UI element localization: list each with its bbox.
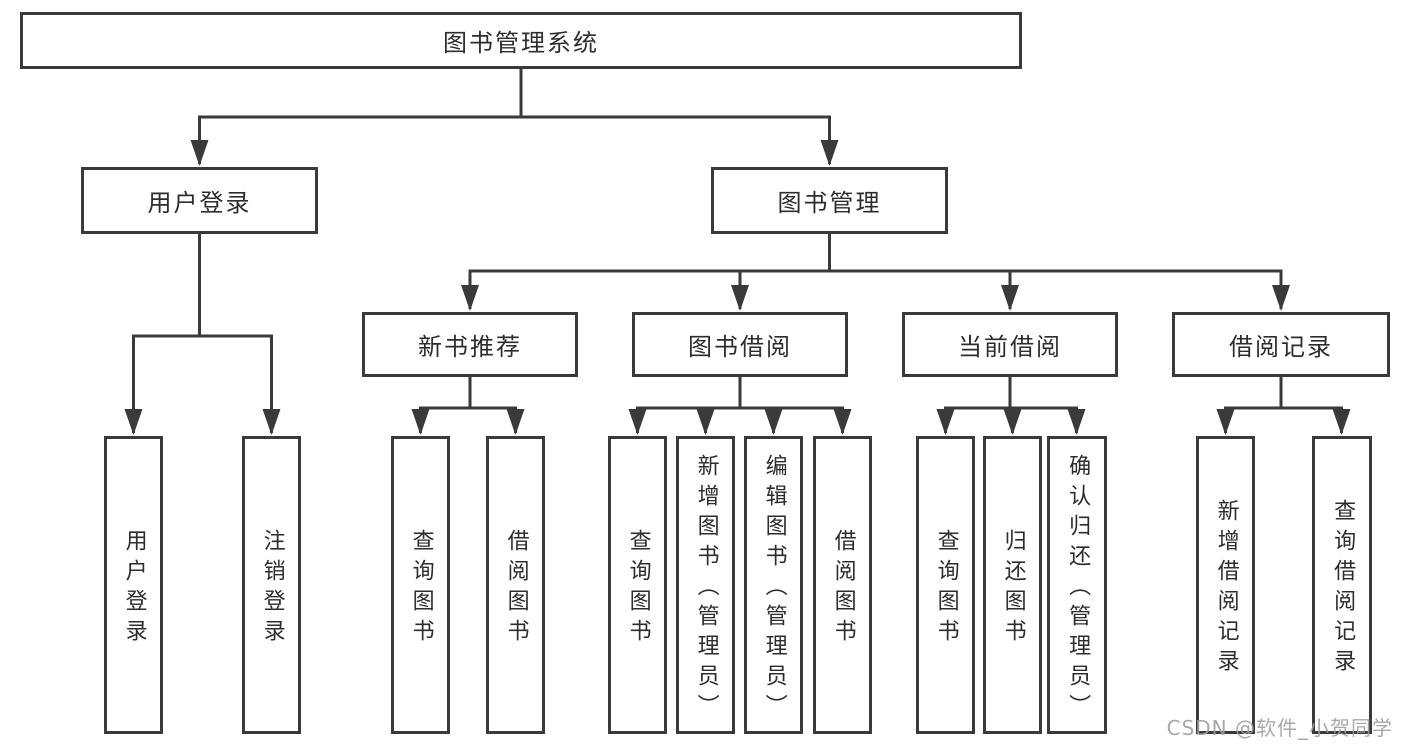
node-borrow-records: 借阅记录 <box>1172 312 1390 377</box>
leaf-logout: 注销登录 <box>242 436 301 734</box>
leaf-query-books-current-label: 查询图书 <box>933 529 959 649</box>
node-book-management: 图书管理 <box>711 167 948 234</box>
node-new-book-recommend: 新书推荐 <box>362 312 578 377</box>
leaf-query-books-borrow-label: 查询图书 <box>625 529 651 649</box>
node-root-label: 图书管理系统 <box>443 29 599 57</box>
leaf-logout-label: 注销登录 <box>259 529 285 649</box>
node-user-login: 用户登录 <box>81 167 318 234</box>
leaf-query-borrow-record-label: 查询借阅记录 <box>1330 499 1356 679</box>
node-borrow-records-label: 借阅记录 <box>1229 333 1333 361</box>
leaf-query-borrow-record: 查询借阅记录 <box>1312 436 1372 734</box>
leaf-return-book-label: 归还图书 <box>1000 529 1026 649</box>
leaf-add-borrow-record-label: 新增借阅记录 <box>1213 499 1239 679</box>
leaf-query-books-borrow: 查询图书 <box>608 436 667 734</box>
node-root: 图书管理系统 <box>20 12 1022 69</box>
leaf-borrow-books: 借阅图书 <box>813 436 872 734</box>
leaf-user-login-label: 用户登录 <box>121 529 147 649</box>
leaf-confirm-return-admin: 确认归还（管理员） <box>1047 436 1107 734</box>
watermark: CSDN @软件_小贺同学 <box>1166 716 1393 740</box>
leaf-edit-book-admin: 编辑图书（管理员） <box>744 436 803 734</box>
leaf-return-book: 归还图书 <box>983 436 1042 734</box>
leaf-query-books-recommend: 查询图书 <box>391 436 450 734</box>
leaf-query-books-current: 查询图书 <box>916 436 975 734</box>
node-new-book-recommend-label: 新书推荐 <box>418 333 522 361</box>
leaf-add-borrow-record: 新增借阅记录 <box>1196 436 1255 734</box>
node-book-management-label: 图书管理 <box>777 189 882 217</box>
node-book-borrow-label: 图书借阅 <box>688 333 792 361</box>
leaf-confirm-return-admin-label: 确认归还（管理员） <box>1065 454 1091 724</box>
leaf-add-book-admin-label: 新增图书（管理员） <box>693 454 719 724</box>
leaf-user-login: 用户登录 <box>104 436 163 734</box>
node-book-borrow: 图书借阅 <box>632 312 848 377</box>
leaf-borrow-books-recommend-label: 借阅图书 <box>503 529 529 649</box>
leaf-add-book-admin: 新增图书（管理员） <box>676 436 735 734</box>
leaf-borrow-books-label: 借阅图书 <box>830 529 856 649</box>
node-current-borrow: 当前借阅 <box>902 312 1118 377</box>
node-user-login-label: 用户登录 <box>147 189 252 217</box>
node-current-borrow-label: 当前借阅 <box>958 333 1062 361</box>
leaf-query-books-recommend-label: 查询图书 <box>408 529 434 649</box>
leaf-edit-book-admin-label: 编辑图书（管理员） <box>761 454 787 724</box>
leaf-borrow-books-recommend: 借阅图书 <box>486 436 545 734</box>
